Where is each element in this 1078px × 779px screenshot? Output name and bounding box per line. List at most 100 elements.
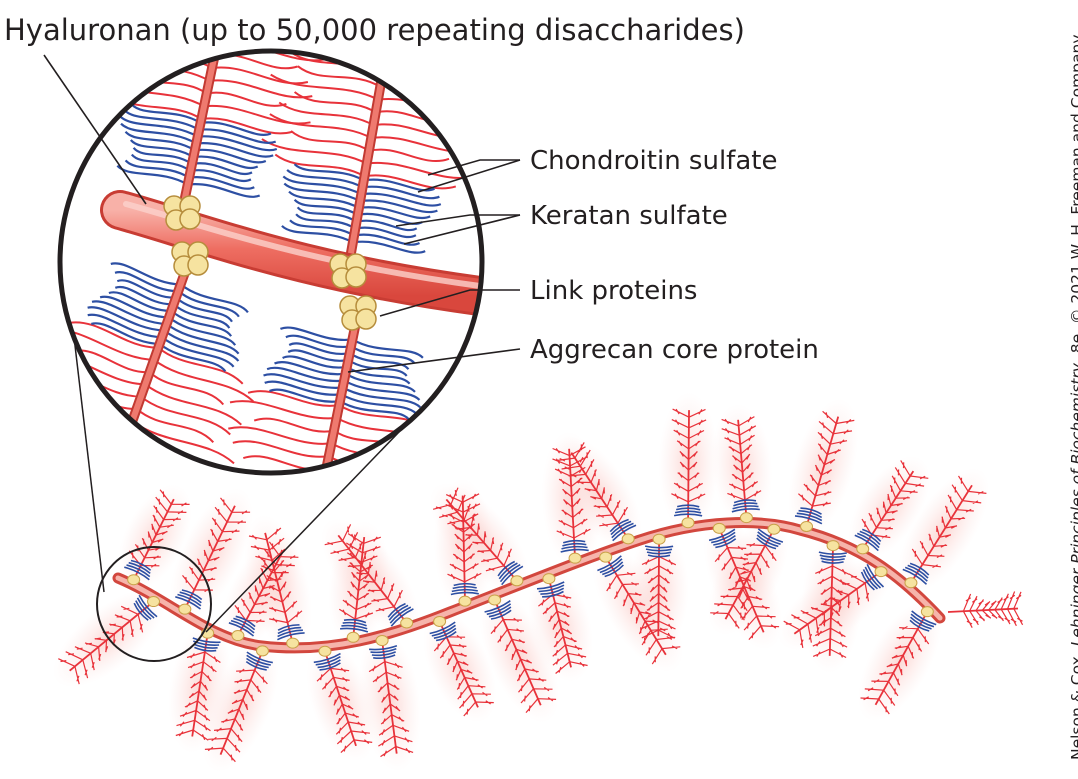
aggregate-overview xyxy=(53,392,1024,772)
core-protein-stem xyxy=(322,646,357,747)
chondroitin-bristles xyxy=(710,542,777,629)
chondroitin-bristles xyxy=(234,541,299,624)
keratan-strand-magnified xyxy=(87,262,249,373)
chondroitin-bristles xyxy=(324,524,403,612)
hyaluronan-label: Hyaluronan (up to 50,000 repeating disac… xyxy=(4,13,745,47)
keratan-strands xyxy=(313,652,341,671)
link-protein xyxy=(510,575,524,587)
zoom-connector xyxy=(71,319,427,633)
keratan-strands xyxy=(450,582,479,596)
chondroitin-bristles xyxy=(433,634,494,717)
link-protein xyxy=(255,645,269,657)
keratan-strand-magnified xyxy=(263,326,424,421)
core-protein-stem xyxy=(461,495,467,607)
chondroitin-bristles xyxy=(962,591,1024,628)
link-protein xyxy=(318,645,332,657)
link-proteins-label: Link proteins xyxy=(530,276,698,306)
keratan-strands xyxy=(133,594,158,621)
link-protein xyxy=(599,551,613,563)
link-protein xyxy=(231,630,245,642)
chondroitin-bristles xyxy=(368,661,414,758)
chondroitin-bristles xyxy=(721,416,762,501)
chondroitin-bristles xyxy=(798,410,855,507)
link-protein xyxy=(458,595,472,607)
zoom-source-circle xyxy=(96,546,212,662)
core-protein-stem xyxy=(191,628,210,737)
link-proteins-magnified xyxy=(163,195,377,331)
keratan-strands xyxy=(860,563,885,591)
link-protein-magnified xyxy=(345,266,367,288)
keratan-strands xyxy=(497,560,524,586)
leader-lines xyxy=(43,54,521,373)
keratan-strands xyxy=(175,589,203,610)
chondroitin-bristles xyxy=(640,556,677,639)
chondroitin-bristles xyxy=(556,442,629,527)
core-protein-stem xyxy=(793,567,886,635)
link-protein xyxy=(178,603,192,615)
link-protein-nodes xyxy=(127,512,934,657)
chondroitin-bristles xyxy=(204,668,268,763)
magnified-inset xyxy=(57,48,485,476)
chondroitin-bristles xyxy=(606,571,681,665)
chondroitin-bristles xyxy=(182,497,251,593)
link-protein xyxy=(856,543,870,555)
link-protein xyxy=(433,615,447,627)
link-protein xyxy=(800,521,814,533)
keratan-strands xyxy=(560,539,589,553)
hyaluronan-magnified-body xyxy=(103,193,482,313)
chondroitin-bristles xyxy=(911,475,987,569)
keratan-strands xyxy=(794,507,823,525)
core-protein-rod xyxy=(321,309,361,473)
keratan-strands xyxy=(673,504,703,517)
chondroitin-bristles xyxy=(175,651,221,741)
keratan-strands xyxy=(228,615,256,637)
keratan-strands xyxy=(854,528,882,552)
keratan-strands xyxy=(818,551,847,564)
link-protein xyxy=(874,566,888,578)
keratan-strands xyxy=(369,644,398,660)
chondroitin-sulfate-label: Chondroitin sulfate xyxy=(530,146,778,176)
link-protein xyxy=(286,637,300,649)
keratan-strands xyxy=(756,528,784,550)
link-protein xyxy=(621,533,635,545)
keratan-strands xyxy=(484,600,512,620)
link-protein xyxy=(568,552,582,564)
chondroitin-bristles xyxy=(861,460,929,539)
link-protein-magnified xyxy=(187,254,209,276)
keratan-strands xyxy=(902,562,930,585)
core-protein-stem xyxy=(351,536,366,643)
link-protein xyxy=(375,635,389,647)
keratan-strand-magnified xyxy=(281,163,442,254)
hyaluronan-magnified-shine xyxy=(123,201,482,289)
chondroitin-bristles xyxy=(671,408,707,503)
chondroitin-bristles xyxy=(432,487,512,572)
chondroitin-bristles xyxy=(860,625,930,715)
link-protein xyxy=(767,523,781,535)
link-protein-magnified xyxy=(355,308,377,330)
link-protein xyxy=(681,517,695,529)
link-protein-magnified xyxy=(179,208,201,230)
keratan-strands xyxy=(277,624,305,641)
link-protein xyxy=(147,596,161,608)
chondroitin-bristles xyxy=(552,446,591,539)
keratan-strands xyxy=(708,528,737,549)
keratan-strands xyxy=(124,559,152,581)
inset-border xyxy=(57,48,485,476)
link-protein xyxy=(400,617,414,629)
keratan-strands xyxy=(597,555,624,578)
core-protein-stem xyxy=(874,606,931,706)
keratan-sulfate-chains-magnified xyxy=(87,103,442,421)
copyright-credit: Nelson & Cox, Lehninger Principles of Bi… xyxy=(1068,34,1078,760)
aggrecan-core-protein-label: Aggrecan core protein xyxy=(530,335,819,365)
chondroitin-bristles xyxy=(490,617,557,713)
link-protein xyxy=(739,512,753,524)
link-protein xyxy=(127,574,141,586)
chondroitin-bristles xyxy=(58,605,144,685)
keratan-strands xyxy=(429,621,457,642)
link-protein xyxy=(542,573,556,585)
keratan-strands xyxy=(536,581,565,598)
keratan-strands xyxy=(245,651,273,671)
keratan-strands xyxy=(340,618,369,633)
keratan-strand-magnified xyxy=(116,103,278,198)
